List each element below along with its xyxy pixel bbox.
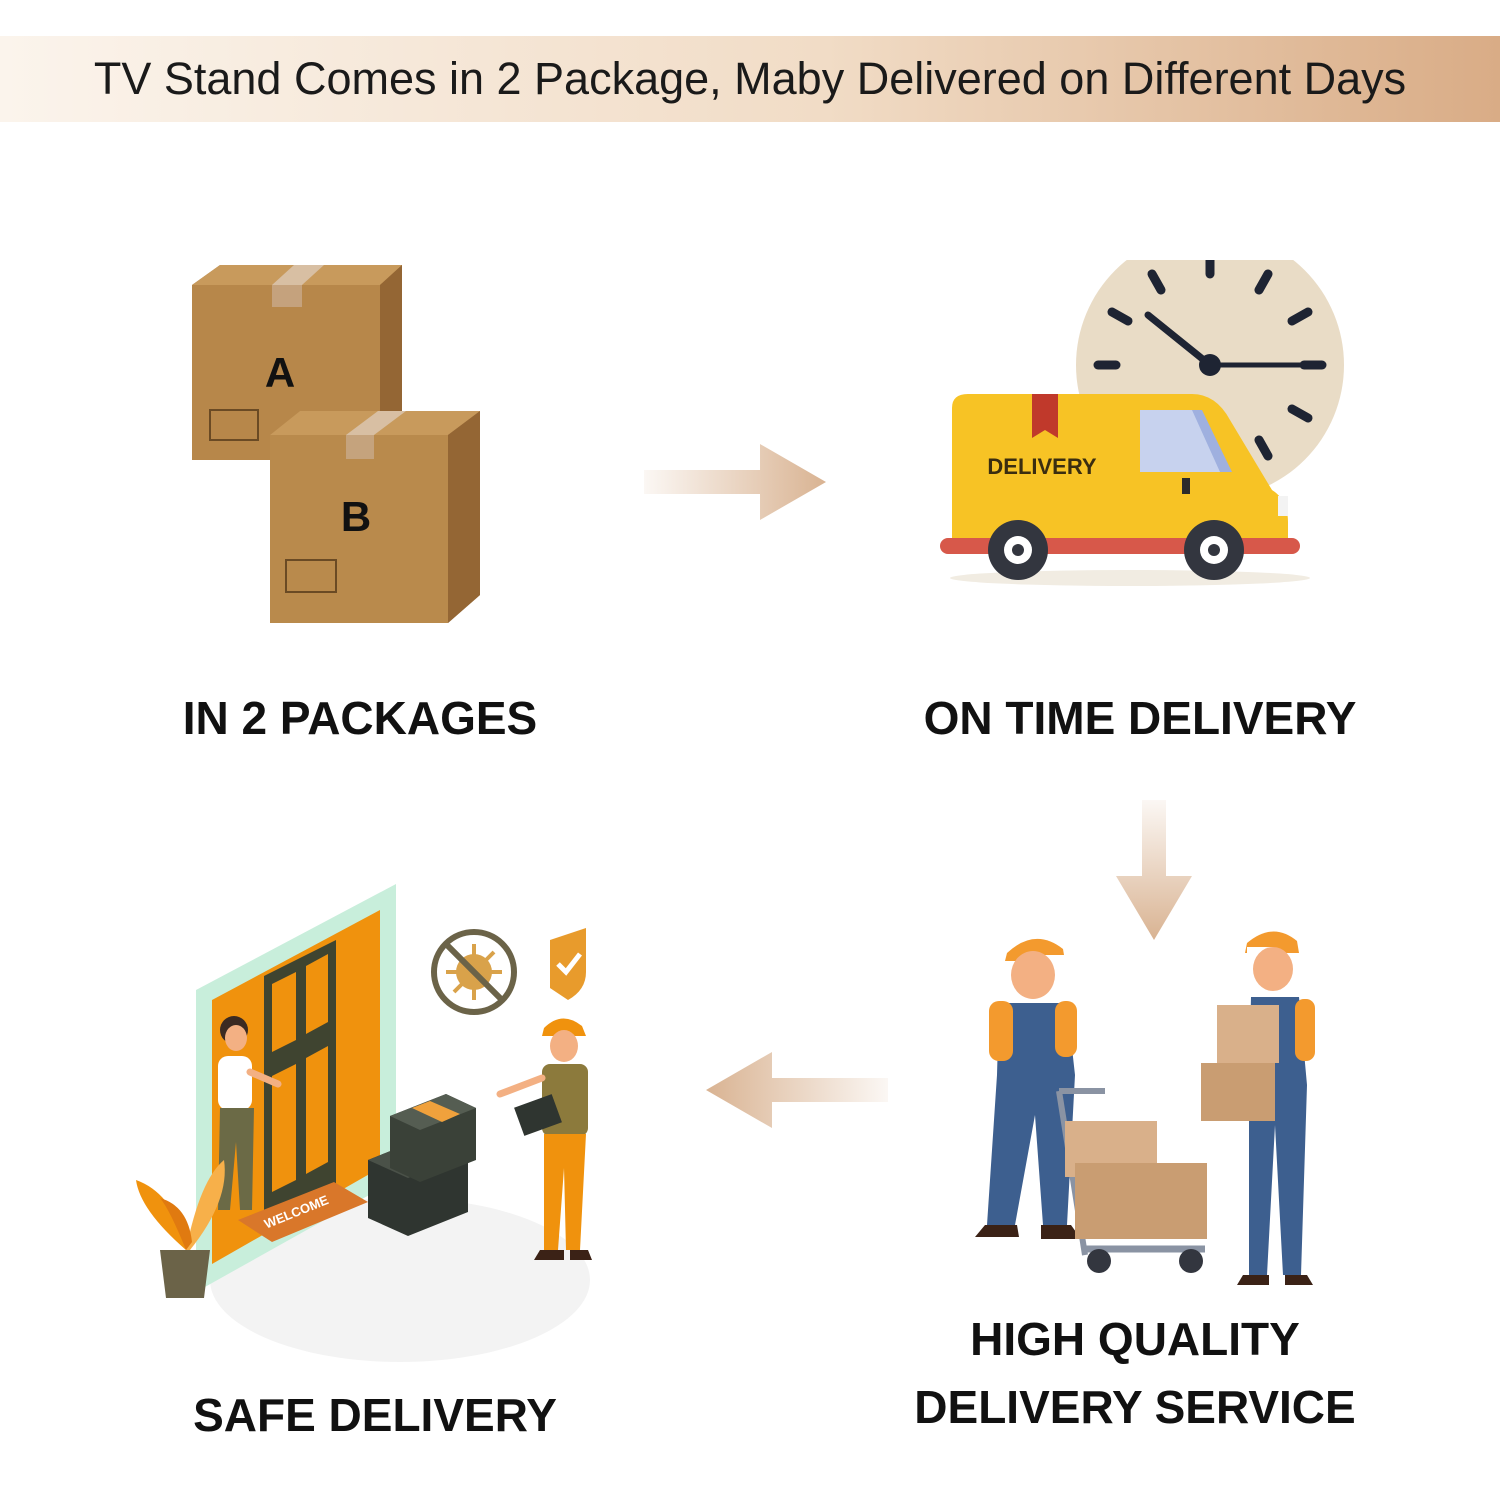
boxes-illustration: A B (180, 255, 490, 635)
arrow-down-icon (1116, 800, 1192, 940)
virus-blocked-icon (431, 929, 517, 1015)
boxes-icon: A B (192, 265, 480, 623)
plant-icon (136, 1160, 225, 1298)
arrow-down (1112, 796, 1196, 944)
package-stack (368, 1094, 476, 1236)
banner-title: TV Stand Comes in 2 Package, Maby Delive… (93, 53, 1407, 104)
box-b-label: B (341, 493, 371, 540)
woman-figure (218, 1016, 282, 1210)
safe-delivery-illustration: WELCOME (130, 880, 620, 1365)
shield-check-icon (550, 928, 586, 1000)
caption-in-2-packages: IN 2 PACKAGES (182, 692, 538, 744)
delivery-van-illustration: DELIVERY (930, 260, 1350, 595)
van-icon: DELIVERY (940, 394, 1310, 586)
caption-safe-delivery: SAFE DELIVERY (193, 1389, 557, 1441)
arrow-right (640, 440, 830, 524)
header-banner: TV Stand Comes in 2 Package, Maby Delive… (0, 36, 1500, 122)
worker-with-trolley (975, 938, 1207, 1273)
arrow-left (702, 1048, 892, 1132)
caption-delivery-service: DELIVERY SERVICE (914, 1381, 1356, 1433)
arrow-right-icon (644, 444, 826, 520)
arrow-left-icon (706, 1052, 888, 1128)
van-text: DELIVERY (987, 454, 1097, 479)
caption-on-time-delivery: ON TIME DELIVERY (923, 692, 1357, 744)
caption-high-quality: HIGH QUALITY (970, 1313, 1300, 1365)
delivery-workers-illustration (955, 925, 1325, 1290)
courier-figure (496, 1018, 592, 1260)
worker-carrying-boxes (1201, 931, 1315, 1285)
box-a-label: A (265, 349, 295, 396)
